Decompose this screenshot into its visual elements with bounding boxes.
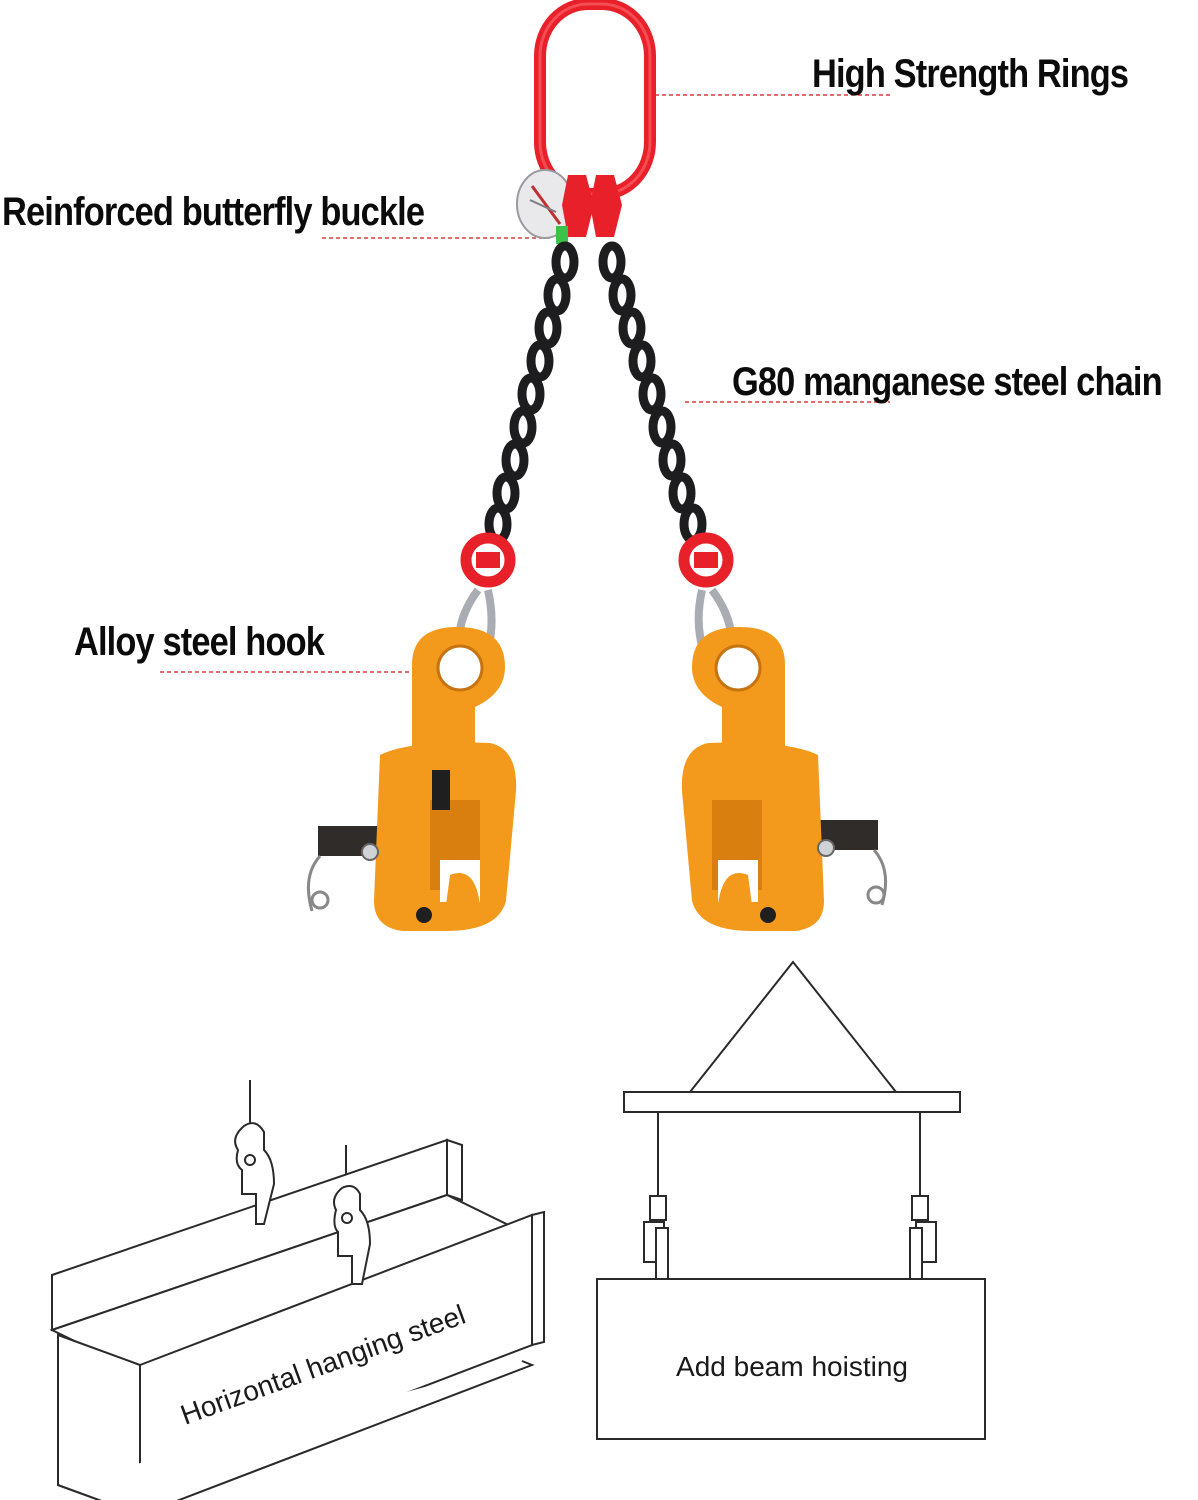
horizontal-beam-diagram: Horizontal hanging steel bbox=[49, 1080, 545, 1500]
butterfly-buckle-icon bbox=[556, 175, 622, 244]
chain-callout: G80 manganese steel chain bbox=[732, 360, 1163, 404]
connector-right-icon bbox=[678, 532, 734, 588]
chain-left-icon bbox=[484, 241, 579, 545]
hook-callout: Alloy steel hook bbox=[74, 620, 325, 664]
beam-hoisting-diagram: Add beam hoisting bbox=[596, 960, 986, 1440]
leader-lines bbox=[160, 94, 890, 673]
tag-icon bbox=[516, 169, 574, 239]
chain-right-icon bbox=[598, 241, 707, 545]
connector-left-icon bbox=[460, 532, 516, 588]
buckle-callout: Reinforced butterfly buckle bbox=[2, 190, 425, 234]
clamp-left-icon bbox=[306, 627, 517, 931]
beam-hoisting-label: Add beam hoisting bbox=[676, 1351, 908, 1382]
rings-callout: High Strength Rings bbox=[812, 52, 1129, 96]
clamp-right-icon bbox=[681, 627, 888, 931]
master-ring-icon bbox=[534, 0, 656, 200]
